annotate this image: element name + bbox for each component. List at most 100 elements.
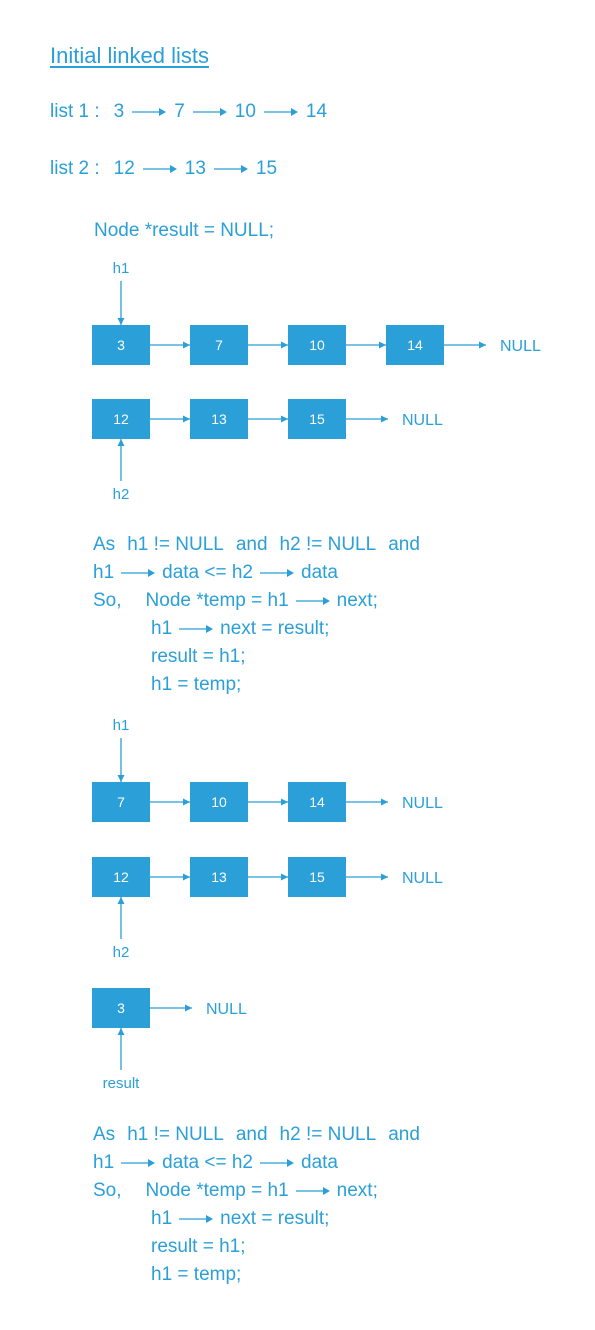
code-token: h1 <box>151 618 173 640</box>
list-node <box>190 325 248 365</box>
arrow-icon <box>260 562 295 584</box>
code-line: h1 next = result; <box>151 1208 329 1230</box>
code-token: result = h1; <box>151 1236 246 1257</box>
node-value: 15 <box>309 869 325 885</box>
null-label: NULL <box>402 412 443 429</box>
list-value: 7 <box>174 101 185 123</box>
list-node <box>386 325 444 365</box>
code-token: h1 <box>151 1208 173 1230</box>
arrow-icon <box>263 101 298 123</box>
node-value: 12 <box>113 411 129 427</box>
code-token: h1 != NULL <box>127 534 224 555</box>
node-value: 15 <box>309 411 325 427</box>
code-token: h1 <box>93 1152 115 1174</box>
code-token: Node *temp = h1 <box>145 1180 289 1202</box>
list-value: 3 <box>113 101 125 123</box>
pointer-label-result: result <box>103 1075 141 1092</box>
code-token: So, <box>93 590 122 612</box>
node-value: 7 <box>215 337 223 353</box>
node-value: 3 <box>117 337 125 353</box>
pointer-label-h2: h2 <box>113 486 130 503</box>
arrow-icon <box>179 618 214 640</box>
arrow-icon <box>121 562 156 584</box>
code-token: next; <box>336 590 378 612</box>
code-token: h1 = temp; <box>151 674 242 695</box>
code-token: data <box>301 1152 338 1174</box>
code-token: As <box>93 1124 116 1145</box>
pointer-label-h1: h1 <box>113 717 130 734</box>
arrow-icon <box>260 1152 295 1174</box>
arrow-icon <box>121 1152 156 1174</box>
code-token: data <= h2 <box>162 562 254 584</box>
list-node <box>190 857 248 897</box>
list-value: 10 <box>234 101 256 123</box>
init-code: Node *result = NULL; <box>94 220 275 241</box>
pointer-label-h2: h2 <box>113 944 130 961</box>
list-node <box>92 325 150 365</box>
code-line: h1 = temp; <box>151 674 241 696</box>
node-value: 13 <box>211 869 227 885</box>
list-node <box>288 399 346 439</box>
code-line: So, Node *temp = h1 next; <box>93 1180 378 1202</box>
code-token: next; <box>336 1180 378 1202</box>
list-b: 12 13 15 NULL <box>92 399 443 439</box>
list-node <box>92 857 150 897</box>
arrow-icon <box>132 101 167 123</box>
null-label: NULL <box>402 795 443 812</box>
pointer-label-h1: h1 <box>113 260 130 277</box>
code-token: h1 != NULL <box>127 1124 224 1145</box>
arrow-icon <box>213 158 248 180</box>
code-token: Node *temp = h1 <box>145 590 289 612</box>
code-token: So, <box>93 1180 122 1202</box>
list-a: 3 7 10 14 NULL <box>92 325 541 365</box>
code-line: As h1 != NULL and h2 != NULL and <box>93 1124 420 1146</box>
list-2-line: list 2 : 12 13 15 <box>50 158 277 180</box>
code-token: h2 != NULL <box>279 1124 377 1145</box>
code-line: h1 data <= h2 data <box>93 562 338 584</box>
list-node <box>92 782 150 822</box>
code-line: result = h1; <box>151 1236 246 1258</box>
node-value: 14 <box>407 337 423 353</box>
node-value: 10 <box>309 337 325 353</box>
code-token: result = h1; <box>151 646 246 667</box>
page-title: Initial linked lists <box>50 43 209 68</box>
code-token: next = result; <box>220 1208 330 1230</box>
list-label: list 2 : <box>50 158 100 180</box>
code-token: h2 != NULL <box>279 534 377 555</box>
code-token: h1 <box>93 562 115 584</box>
code-token: data <box>301 562 338 584</box>
code-token: next = result; <box>220 618 330 640</box>
node-value: 10 <box>211 794 227 810</box>
code-line: So, Node *temp = h1 next; <box>93 590 378 612</box>
arrow-icon <box>142 158 177 180</box>
list-node <box>190 399 248 439</box>
code-line: result = h1; <box>151 646 246 668</box>
code-token: h1 = temp; <box>151 1264 242 1285</box>
code-token: and <box>388 534 420 555</box>
code-line: h1 next = result; <box>151 618 329 640</box>
list-node <box>92 399 150 439</box>
list-node <box>288 857 346 897</box>
list-value: 15 <box>255 158 278 180</box>
list-value: 13 <box>184 158 206 180</box>
code-token: data <= h2 <box>162 1152 254 1174</box>
code-token: and <box>235 1124 268 1145</box>
code-token: and <box>235 534 268 555</box>
null-label: NULL <box>500 338 541 355</box>
null-label: NULL <box>206 1001 247 1018</box>
node-value: 3 <box>117 1000 125 1016</box>
list-node <box>92 988 150 1028</box>
arrow-icon <box>295 590 330 612</box>
list-value: 14 <box>305 101 328 123</box>
node-value: 13 <box>211 411 227 427</box>
node-value: 14 <box>309 794 325 810</box>
code-token: and <box>388 1124 420 1145</box>
list-result: 3 NULL <box>92 988 247 1028</box>
arrow-icon <box>179 1208 214 1230</box>
list-value: 12 <box>113 158 135 180</box>
node-value: 12 <box>113 869 129 885</box>
